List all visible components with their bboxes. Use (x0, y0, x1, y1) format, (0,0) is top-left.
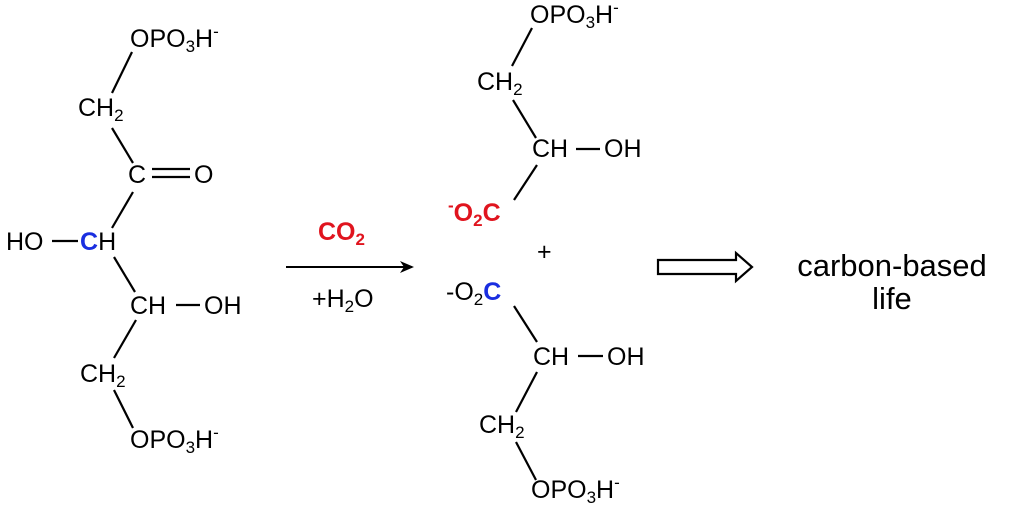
reactant-hydroxyl-left: HO (6, 228, 44, 256)
lower-product-carboxylate: -O2C (446, 278, 502, 309)
reagent-co2: CO2 (318, 218, 365, 249)
outcome-label: carbon-based life (778, 248, 1006, 316)
reactant-ch-middle: CH (130, 292, 167, 320)
upper-product-hydroxyl: OH (604, 135, 642, 163)
bond-ch2-carbonyl (111, 127, 134, 164)
bond-ch-ch2-bottom (113, 319, 137, 359)
reactant-ch2-top: CH2 (78, 94, 124, 125)
outcome-line-2: life (872, 280, 912, 316)
bond-choh-ch (113, 256, 136, 293)
implies-arrow (656, 250, 754, 284)
lower-product-ch: CH (533, 343, 570, 371)
reactant-hydroxyl-middle: OH (204, 292, 242, 320)
upper-product-ch2: CH2 (477, 68, 523, 99)
lower-product-ch2: CH2 (479, 411, 525, 442)
bond-up-ch-carboxylate (513, 164, 538, 201)
reactant-carbonyl-oxygen: O (194, 161, 214, 189)
bond-up-ophos-ch2 (511, 27, 533, 67)
reactant-carbonyl-carbon: C (128, 161, 147, 189)
lower-product-hydroxyl: OH (607, 343, 645, 371)
lower-product-phosphate: OPO3H- (531, 473, 620, 507)
reactant-ch2-bottom: CH2 (80, 360, 126, 391)
bond-low-ch-ch2 (515, 371, 538, 413)
reactant-top-phosphate: OPO3H- (130, 22, 219, 56)
outcome-line-1: carbon-based (797, 248, 987, 283)
reagent-water: +H2O (312, 285, 374, 316)
bond-low-ch2-ophos (515, 441, 537, 481)
upper-product-phosphate: OPO3H- (530, 0, 619, 32)
bond-ch2-ophos-bottom (113, 389, 134, 429)
product-plus-sign: + (537, 238, 552, 266)
upper-product-ch: CH (532, 135, 569, 163)
bond-ophos-ch2-top (111, 51, 133, 94)
reactant-bonds (52, 51, 200, 429)
bond-carbonyl-choh (111, 191, 134, 229)
lower-product-bonds (513, 305, 603, 481)
upper-product-carboxylate: -O2C (448, 196, 501, 230)
reactant-bottom-phosphate: OPO3H- (130, 423, 219, 457)
bond-up-ch2-ch (512, 99, 537, 139)
reactant-labeled-carbon: CH (80, 228, 117, 256)
upper-product-bonds (511, 27, 600, 201)
bond-low-carboxylate-ch (513, 305, 538, 343)
